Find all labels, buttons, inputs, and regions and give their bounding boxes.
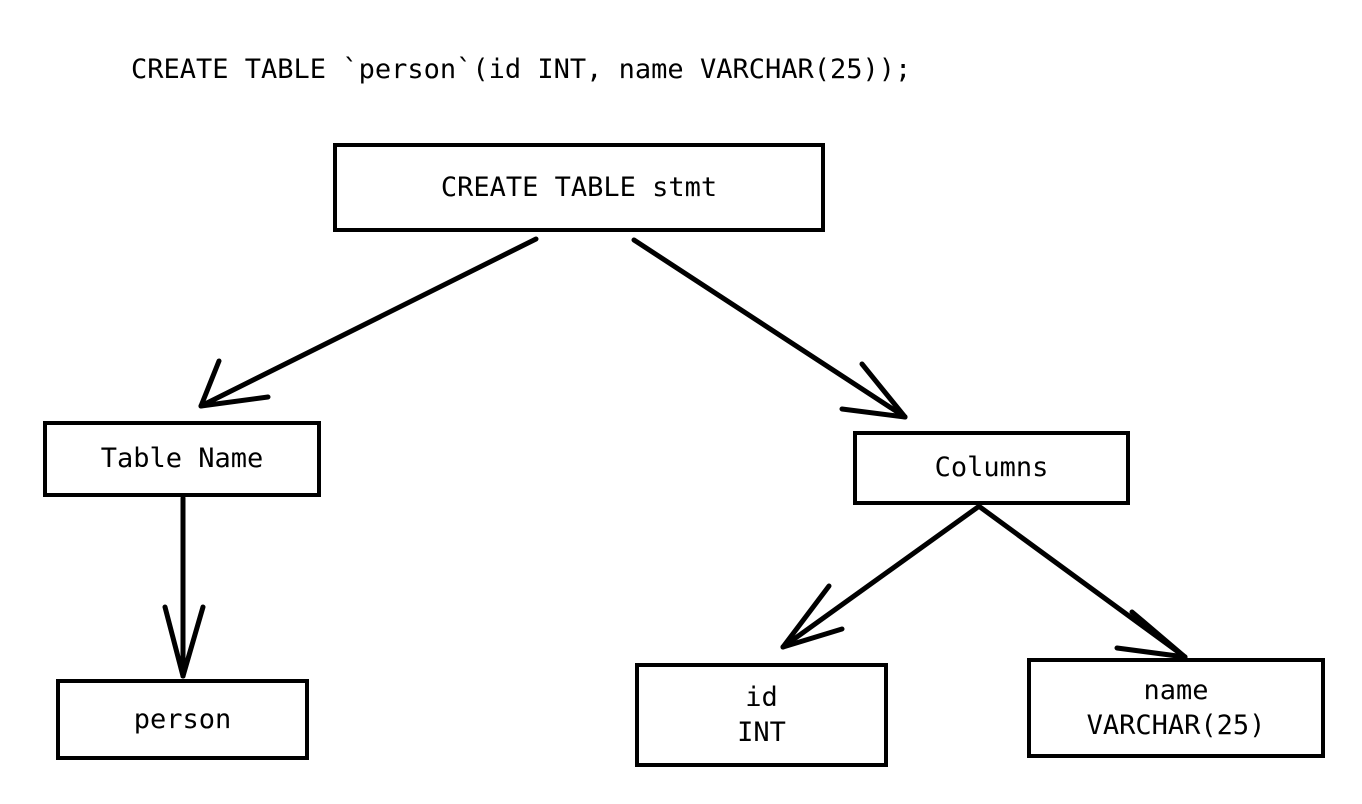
arrowhead-barb-2 [1114, 645, 1188, 660]
node-label-line: person [133, 703, 232, 735]
arrowhead-barb-1 [780, 583, 832, 650]
node-label-line: Table Name [100, 443, 264, 475]
node-table-name[interactable]: Table Name [43, 421, 321, 497]
node-label-line: id [745, 681, 778, 713]
edge-create-table-stmt-to-table-name [198, 236, 539, 409]
edge-table-name-to-person [162, 495, 206, 679]
arrowhead-barb-2 [198, 394, 271, 409]
edge-shaft [198, 236, 539, 409]
node-person[interactable]: person [56, 679, 309, 760]
edge-shaft [780, 504, 981, 650]
node-label-line: name [1143, 674, 1209, 706]
edge-columns-to-name-varchar [977, 504, 1188, 660]
arrowhead-barb-1 [198, 358, 222, 409]
arrowhead-barb-1 [859, 361, 908, 420]
node-label-line: INT [737, 717, 786, 748]
node-columns[interactable]: Columns [853, 431, 1130, 505]
arrowhead-barb-2 [839, 406, 908, 420]
arrowhead-barb-1 [1129, 609, 1188, 660]
node-label-line: CREATE TABLE stmt [440, 171, 718, 203]
edge-create-table-stmt-to-columns [631, 237, 908, 420]
node-label-line: Columns [934, 452, 1049, 484]
sql-statement-caption: CREATE TABLE `person`(id INT, name VARCH… [131, 54, 912, 85]
edge-shaft [977, 504, 1188, 660]
arrowhead-barb-2 [780, 626, 845, 650]
node-label-line: VARCHAR(25) [1086, 710, 1266, 741]
node-create-table-stmt[interactable]: CREATE TABLE stmt [333, 143, 825, 232]
edge-shaft [631, 237, 908, 420]
arrowhead-barb-1 [162, 604, 186, 679]
arrowhead-barb-2 [180, 604, 206, 679]
edge-columns-to-id-int [780, 504, 981, 650]
